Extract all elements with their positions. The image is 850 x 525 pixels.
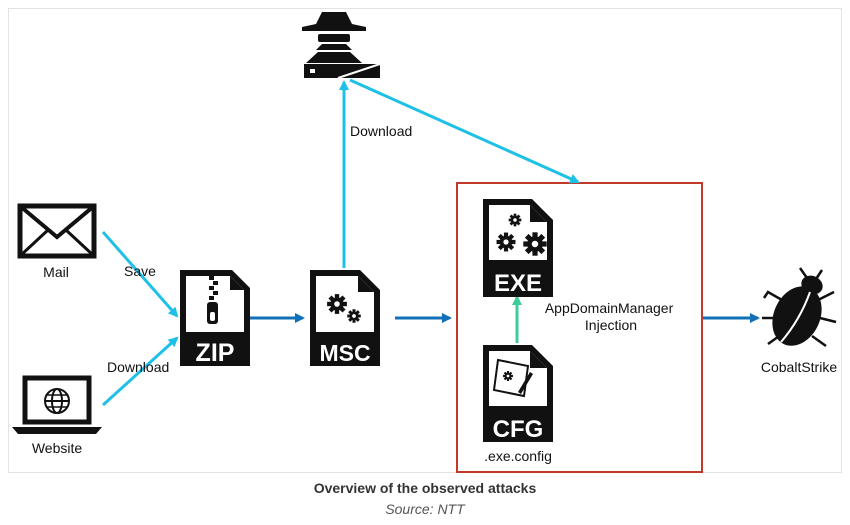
exe-badge: EXE — [494, 270, 542, 297]
figure-caption: Overview of the observed attacks — [313, 480, 537, 496]
diagram-frame — [8, 8, 842, 473]
msc-file-icon: MSC — [310, 270, 380, 366]
hacker-server-icon — [302, 12, 381, 79]
arrow-website-to-zip — [101, 336, 179, 407]
mail-label: Mail — [43, 264, 69, 280]
arrow-mail-to-zip — [101, 231, 179, 318]
cfg-badge: CFG — [493, 416, 544, 443]
laptop-globe-icon — [12, 375, 102, 434]
download-attacker-label: Download — [350, 123, 412, 139]
zip-badge: ZIP — [196, 339, 235, 367]
download-web-label: Download — [107, 359, 169, 375]
exe-file-icon: EXE — [483, 199, 553, 297]
website-label: Website — [32, 440, 83, 456]
envelope-icon — [17, 203, 97, 259]
arrow-attacker-to-box — [349, 78, 580, 184]
cobaltstrike-label: CobaltStrike — [761, 359, 837, 375]
attack-flow-diagram: Mail Website Save Download Download AppD… — [12, 12, 837, 473]
exe-config-label: .exe.config — [484, 448, 552, 464]
bug-icon — [762, 267, 837, 348]
zip-file-icon: ZIP — [180, 270, 250, 367]
injection-label: AppDomainManager Injection — [545, 300, 677, 333]
msc-badge: MSC — [319, 340, 370, 366]
cfg-file-icon: CFG — [483, 345, 553, 443]
save-label: Save — [124, 263, 156, 279]
figure-source: Source: NTT — [385, 501, 465, 517]
